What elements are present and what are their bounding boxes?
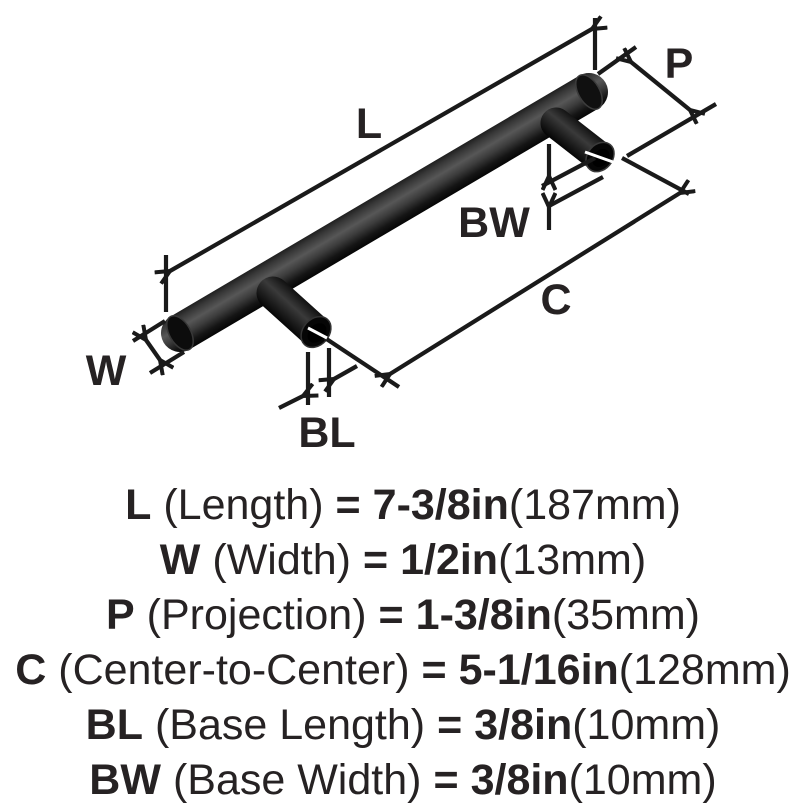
spec-metric: (187mm) xyxy=(508,481,681,529)
L-dimension-line xyxy=(170,29,592,271)
dim-base-length-BL xyxy=(278,348,359,410)
spec-value: 5-1/16in xyxy=(458,646,619,694)
post-left-slot-highlight xyxy=(307,326,328,340)
dim-projection-P xyxy=(596,45,718,158)
label-L: L xyxy=(356,100,382,148)
spec-symbol: L xyxy=(125,481,152,529)
spec-name: (Center-to-Center) xyxy=(58,646,410,694)
spec-value: 3/8in xyxy=(470,756,569,804)
spec-symbol: BW xyxy=(89,756,161,804)
spec-name: (Base Width) xyxy=(172,756,422,804)
W-dimension-line xyxy=(146,340,160,360)
spec-name: (Width) xyxy=(212,536,351,584)
spec-name: (Base Length) xyxy=(154,701,426,749)
BW-tick-lower xyxy=(546,175,604,209)
equals-sign: = xyxy=(433,756,459,804)
label-P: P xyxy=(665,40,694,88)
equals-sign: = xyxy=(378,591,404,639)
spec-line-projection: P(Projection)=1-3/8in(35mm) xyxy=(0,588,806,643)
spec-value: 1-3/8in xyxy=(415,591,552,639)
spec-value: 1/2in xyxy=(400,536,499,584)
spec-metric: (10mm) xyxy=(568,756,717,804)
C-extension-right xyxy=(621,156,690,196)
spec-list: L(Length)=7-3/8in(187mm) W(Width)=1/2in(… xyxy=(0,478,806,806)
spec-metric: (10mm) xyxy=(572,701,721,749)
equals-sign: = xyxy=(437,701,463,749)
equals-sign: = xyxy=(362,536,389,584)
spec-metric: (128mm) xyxy=(618,646,791,694)
label-BW: BW xyxy=(458,199,530,247)
spec-line-length: L(Length)=7-3/8in(187mm) xyxy=(0,478,806,533)
P-tick-top xyxy=(596,45,638,76)
spec-symbol: P xyxy=(105,591,135,639)
BL-arrow-right xyxy=(334,364,359,379)
P-baseline xyxy=(625,102,718,158)
dimension-lines xyxy=(131,18,718,410)
dim-base-width-BW xyxy=(542,144,604,230)
spec-value: 3/8in xyxy=(474,701,573,749)
equals-sign: = xyxy=(335,481,361,529)
spec-line-base-width: BW(Base Width)=3/8in(10mm) xyxy=(0,753,806,806)
spec-line-center-to-center: C(Center-to-Center)=5-1/16in(128mm) xyxy=(0,643,806,698)
P-dimension-line xyxy=(631,62,690,110)
dim-length-L xyxy=(166,18,595,312)
spec-line-base-length: BL(Base Length)=3/8in(10mm) xyxy=(0,698,806,753)
post-right-slot-highlight xyxy=(584,150,614,164)
spec-symbol: BL xyxy=(85,701,143,749)
label-C: C xyxy=(540,276,571,324)
label-W: W xyxy=(86,347,127,395)
spec-name: (Length) xyxy=(163,481,324,529)
equals-sign: = xyxy=(421,646,447,694)
spec-metric: (13mm) xyxy=(498,536,647,584)
spec-metric: (35mm) xyxy=(551,591,700,639)
dimension-labels: L P BW C W BL xyxy=(86,40,694,457)
dim-center-to-center-C xyxy=(323,156,690,389)
spec-line-width: W(Width)=1/2in(13mm) xyxy=(0,533,806,588)
W-tick-upper xyxy=(131,319,167,343)
BL-arrow-left xyxy=(278,396,303,410)
spec-symbol: W xyxy=(159,536,201,584)
C-dimension-line xyxy=(390,193,680,374)
spec-name: (Projection) xyxy=(146,591,367,639)
spec-value: 7-3/8in xyxy=(372,481,509,529)
label-BL: BL xyxy=(298,409,355,457)
spec-symbol: C xyxy=(15,646,47,694)
dimension-diagram: L P BW C W BL xyxy=(86,0,718,457)
dim-width-W xyxy=(131,319,186,373)
